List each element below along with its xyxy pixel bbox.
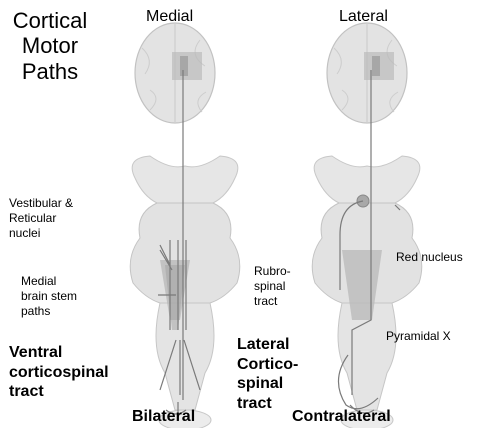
right-brain: [327, 23, 407, 123]
contralateral-label: Contralateral: [292, 409, 391, 425]
label-line: spinal: [254, 279, 291, 294]
ventral-corticospinal-label: Ventral corticospinal tract: [9, 343, 109, 402]
red-nucleus-label: Red nucleus: [396, 250, 463, 265]
left-brain: [135, 23, 215, 123]
label-line: tract: [254, 294, 291, 309]
label-line: corticospinal: [9, 363, 109, 383]
label-line: spinal: [237, 374, 298, 394]
right-brainstem: [312, 156, 422, 430]
page-title: Cortical Motor Paths: [0, 8, 105, 84]
left-brainstem: [130, 156, 240, 430]
title-line: Paths: [0, 59, 105, 84]
rubrospinal-tract-label: Rubro- spinal tract: [254, 264, 291, 309]
pyramidal-decussation-label: Pyramidal X: [386, 329, 451, 344]
title-line: Cortical: [0, 8, 105, 33]
title-line: Motor: [0, 33, 105, 58]
label-line: Rubro-: [254, 264, 291, 279]
label-line: Cortico-: [237, 355, 298, 375]
label-line: tract: [9, 382, 109, 402]
label-line: nuclei: [9, 226, 73, 241]
vestibular-reticular-label: Vestibular & Reticular nuclei: [9, 196, 73, 241]
label-line: paths: [21, 304, 77, 319]
medial-brainstem-paths-label: Medial brain stem paths: [21, 274, 77, 319]
label-line: Vestibular &: [9, 196, 73, 211]
lateral-column-label: Lateral: [339, 9, 388, 25]
medial-column-label: Medial: [146, 9, 193, 25]
label-line: Medial: [21, 274, 77, 289]
label-line: tract: [237, 394, 298, 414]
bilateral-label: Bilateral: [132, 409, 195, 425]
label-line: brain stem: [21, 289, 77, 304]
lateral-corticospinal-label: Lateral Cortico- spinal tract: [237, 335, 298, 413]
label-line: Reticular: [9, 211, 73, 226]
label-line: Ventral: [9, 343, 109, 363]
label-line: Lateral: [237, 335, 298, 355]
